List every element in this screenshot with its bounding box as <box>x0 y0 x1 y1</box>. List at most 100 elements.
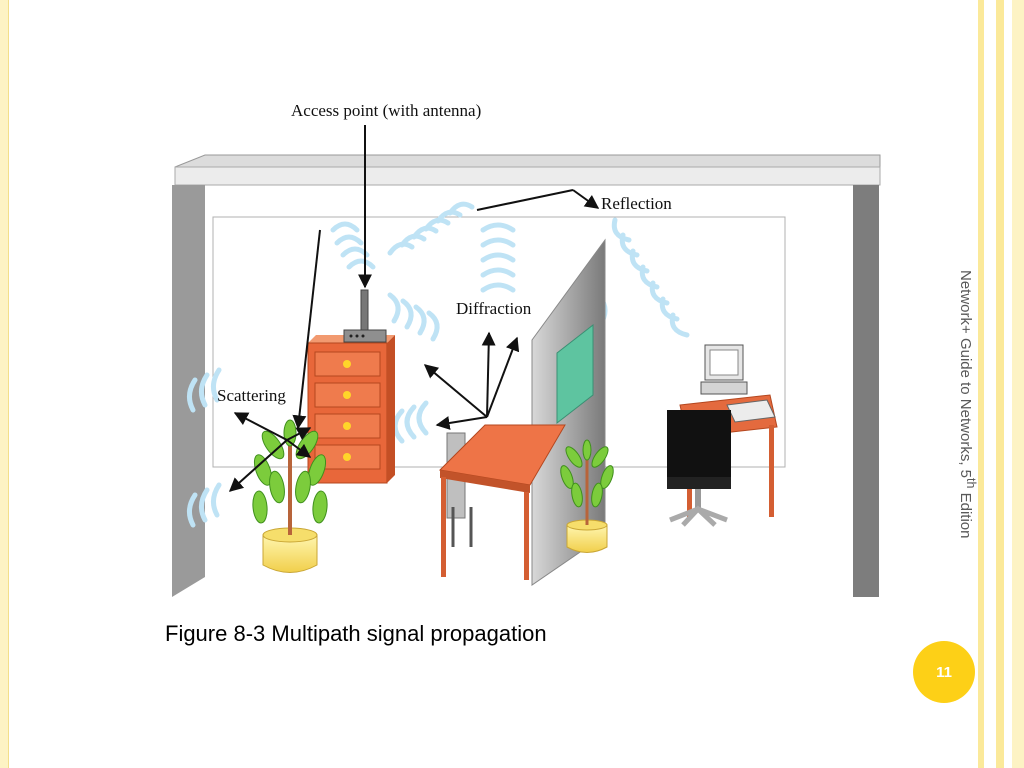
panel-window <box>556 323 594 425</box>
wave <box>480 237 516 248</box>
leaf <box>571 482 583 508</box>
wave <box>413 304 427 336</box>
signal-waves <box>187 201 690 528</box>
wave <box>669 312 690 338</box>
left-border <box>0 0 9 768</box>
wave <box>334 234 364 246</box>
led-icon <box>355 334 359 338</box>
label-scattering: Scattering <box>217 386 286 405</box>
leaf <box>560 465 574 489</box>
computer-case <box>700 381 748 395</box>
arrow-diffraction <box>481 331 496 418</box>
wave <box>480 252 516 263</box>
table-leg <box>441 477 446 577</box>
leaf <box>252 490 268 524</box>
annotation-arrows <box>228 125 600 492</box>
leaf <box>582 439 592 461</box>
antenna-icon <box>360 289 369 331</box>
arrow-scattering <box>286 439 312 458</box>
wave <box>480 282 516 293</box>
right-border <box>978 0 1024 768</box>
page-number: 11 <box>936 663 952 681</box>
table-edge <box>440 470 530 493</box>
leaf <box>253 454 273 486</box>
desk-leg <box>769 425 774 517</box>
arrow-reflection <box>572 189 600 209</box>
right-border-stripe <box>978 0 984 768</box>
monitor-screen <box>709 349 739 376</box>
side-title-text: Network+ Guide to Networks, 5 <box>957 270 974 479</box>
office-chair-seat <box>667 477 731 489</box>
office-chair-back <box>667 410 731 478</box>
office-chair-base <box>669 505 728 527</box>
right-border-stripe <box>996 0 1004 768</box>
filing-cabinet <box>307 335 395 484</box>
access-point-device <box>343 289 387 343</box>
wave <box>187 492 198 528</box>
wave <box>330 221 360 233</box>
wave <box>611 217 632 243</box>
leaf <box>565 446 583 468</box>
figure-caption: Figure 8-3 Multipath signal propagation <box>165 621 547 646</box>
plant-pot <box>262 534 318 573</box>
table-with-chair <box>438 424 566 580</box>
computer-desk <box>667 344 778 527</box>
wave <box>447 201 475 216</box>
ceiling-beam <box>174 166 881 186</box>
arrow-diffraction <box>486 336 520 418</box>
side-title-sup: th <box>964 478 978 489</box>
leaf <box>295 470 311 504</box>
leaf <box>591 482 603 508</box>
office-chair-post <box>695 489 701 511</box>
drawer-knob <box>343 453 351 461</box>
wave <box>211 367 222 403</box>
arrow-diffraction <box>423 364 488 418</box>
wave <box>416 400 429 436</box>
plant-leaves <box>560 439 614 508</box>
wave <box>392 408 405 444</box>
multipath-diagram: Access point (with antenna) Reflection D… <box>172 101 881 597</box>
plant-pot <box>566 524 608 553</box>
cabinet-side <box>387 335 395 483</box>
wave <box>199 487 210 523</box>
plant-right <box>560 439 614 553</box>
right-border-stripe <box>1012 0 1024 768</box>
leaf <box>600 465 614 489</box>
wave <box>211 482 222 518</box>
wave <box>480 267 516 278</box>
drawer-knob <box>343 391 351 399</box>
leaf <box>591 446 609 468</box>
wave <box>404 404 417 440</box>
drawer-knob <box>343 360 351 368</box>
table-leg <box>524 492 529 580</box>
side-title-suffix: Edition <box>957 488 974 539</box>
page-number-badge: 11 <box>913 641 975 703</box>
drawer-knob <box>343 422 351 430</box>
reflection-line <box>476 189 574 211</box>
leaf <box>312 490 328 524</box>
wave <box>480 222 516 233</box>
leaf <box>307 454 327 486</box>
wave <box>340 246 370 258</box>
arrow-diffraction <box>435 416 488 430</box>
arrow-scattering <box>286 427 312 441</box>
label-access-point: Access point (with antenna) <box>291 101 481 120</box>
label-reflection: Reflection <box>601 194 672 213</box>
slide-side-title: Network+ Guide to Networks, 5th Edition <box>948 270 978 575</box>
arrow-scattering <box>233 412 288 441</box>
right-wall <box>853 185 879 597</box>
room-walls <box>172 154 881 597</box>
keyboard-icon <box>726 399 776 423</box>
wave <box>187 377 198 413</box>
arrow-scattering <box>228 439 288 492</box>
leaf <box>269 470 285 504</box>
led-icon <box>349 334 353 338</box>
arrow-scattering-source <box>292 229 321 430</box>
led-icon <box>361 334 365 338</box>
wave <box>387 292 401 324</box>
leaf <box>261 430 285 460</box>
wave <box>346 258 376 270</box>
wave <box>199 372 210 408</box>
wave <box>426 310 440 342</box>
ceiling <box>174 154 881 168</box>
